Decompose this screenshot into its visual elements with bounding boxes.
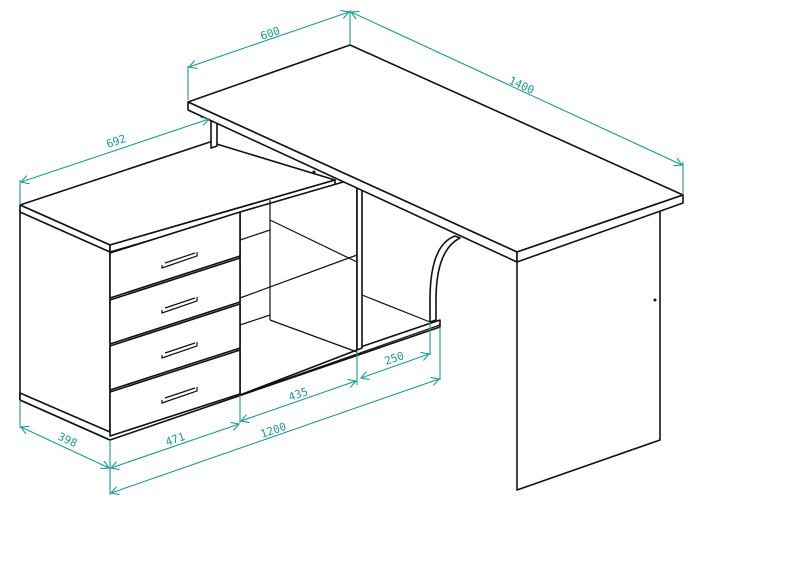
drawer-handle-2 (161, 297, 198, 314)
drawer-1 (109, 211, 241, 299)
drawer-2 (109, 257, 241, 345)
drawer-3 (109, 303, 241, 391)
dim-shelf-width: 435 (287, 385, 310, 404)
drawer-handle-1 (161, 252, 198, 269)
shelf-area (239, 177, 358, 396)
curved-support (429, 235, 461, 323)
divider (356, 185, 363, 351)
dim-desk-depth: 600 (259, 24, 282, 43)
dim-desk-length: 1400 (507, 74, 537, 97)
shelf (239, 254, 358, 299)
dim-drawer-width: 471 (164, 430, 187, 449)
dim-cabinet-depth: 398 (56, 430, 80, 450)
dimension-lines (19, 10, 684, 495)
dim-cabinet-depth-top: 692 (105, 132, 128, 151)
dim-cabinet-width: 1200 (259, 420, 288, 441)
drawer-handle-3 (161, 342, 198, 359)
dim-opening-width: 250 (383, 349, 406, 368)
